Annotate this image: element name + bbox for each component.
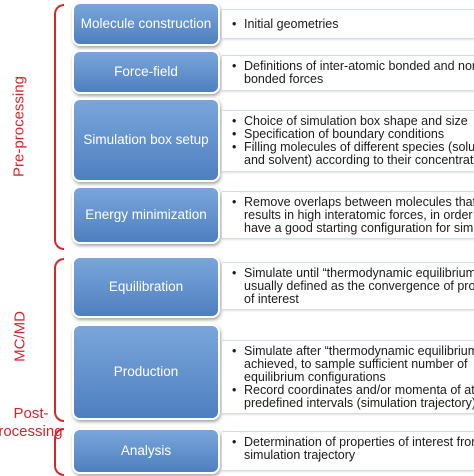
phase-label-post-line2: processing [0,423,63,440]
list-item: Initial geometries [230,18,474,32]
step-title: Simulation box setup [83,132,209,148]
list-item-continuation: simulation trajectory [244,448,356,462]
mcmd-brace [54,258,64,422]
phase-label-post-line1: Post- [13,405,49,422]
list-item-continuation: have a good starting configuration for s… [244,221,474,235]
step-equilibration: Equilibration [72,256,220,318]
desc-simulation-box-setup: Choice of simulation box shape and size … [222,110,474,172]
list-item: Simulate after “thermodynamic equilibriu… [230,345,474,359]
desc-production: Simulate after “thermodynamic equilibriu… [222,340,474,414]
list-item-continuation: achieved, to sample sufficient number of [244,357,468,371]
step-title: Production [113,364,179,380]
desc-force-field: Definitions of inter-atomic bonded and n… [222,55,474,91]
list-item: Specification of boundary conditions [230,128,474,142]
list-item-continuation: of interest [244,292,299,306]
step-molecule-construction: Molecule construction [72,2,220,46]
phase-label-mcmd: MC/MD [11,311,29,362]
step-analysis: Analysis [72,428,220,474]
step-simulation-box-setup: Simulation box setup [72,98,220,182]
desc-analysis: Determination of properties of interest … [222,431,474,471]
list-item-continuation: bonded forces [244,72,324,86]
desc-energy-minimization: Remove overlaps between molecules that r… [222,191,474,239]
list-item: Definitions of inter-atomic bonded and n… [230,60,474,74]
step-title: Analysis [120,443,172,459]
step-production: Production [72,324,220,420]
list-item-continuation: and solvent) according to their concentr… [244,153,474,167]
phase-label-post-processing: Post- processing [0,405,63,441]
step-energy-minimization: Energy minimization [72,186,220,244]
phase-label-pre-processing: Pre-processing [10,76,28,177]
list-item: Determination of properties of interest … [230,436,474,450]
step-title: Force-field [114,64,178,80]
list-item-continuation: equilibrium configurations [244,370,386,384]
list-item-continuation: results in high interatomic forces, in o… [244,208,474,222]
list-item: Simulate until “thermodynamic equilibriu… [230,267,474,281]
list-item: Choice of simulation box shape and size [230,115,474,129]
list-item-continuation: predefined intervals (simulation traject… [244,396,474,410]
step-title: Molecule construction [80,16,212,32]
step-title: Energy minimization [85,207,207,223]
list-item: Filling molecules of different species (… [230,141,474,155]
step-title: Equilibration [108,279,184,295]
desc-equilibration: Simulate until “thermodynamic equilibriu… [222,262,474,310]
pre-processing-brace [54,4,64,250]
list-item-continuation: usually defined as the convergence of pr… [244,279,474,293]
list-item: Record coordinates and/or momenta of ato… [230,384,474,398]
list-item: Remove overlaps between molecules that [230,196,474,210]
desc-molecule-construction: Initial geometries [222,9,474,39]
step-force-field: Force-field [72,50,220,94]
